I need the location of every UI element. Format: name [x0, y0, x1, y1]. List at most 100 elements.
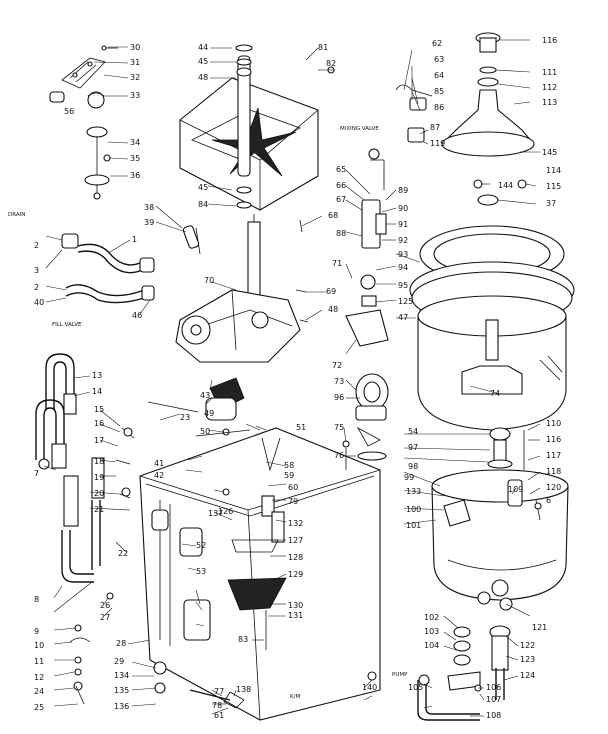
callout-label: 102: [424, 613, 439, 622]
callout-label: 32: [130, 73, 140, 82]
mounting-plate-assembly: [175, 44, 335, 436]
callout-label: 43: [200, 391, 210, 400]
callout-label: 118: [546, 467, 561, 476]
callout-label: 20: [94, 489, 104, 498]
callout-label: 110: [546, 419, 561, 428]
callout-label: 77: [214, 687, 224, 696]
callout-labels: 3031323356343536444548818262636485868711…: [34, 36, 561, 720]
callout-label: 19: [94, 473, 104, 482]
callout-label: 63: [434, 55, 444, 64]
caption-mixing-valve: MIXING VALVE: [340, 126, 379, 132]
callout-label: 41: [154, 459, 164, 468]
callout-label: 26: [100, 601, 110, 610]
callout-label: 21: [94, 505, 104, 514]
leader-lines: [43, 39, 541, 717]
callout-label: 106: [486, 683, 501, 692]
callout-label: 50: [200, 427, 210, 436]
callout-label: 138: [236, 685, 251, 694]
callout-label: 48: [328, 305, 338, 314]
callout-label: 71: [332, 259, 342, 268]
callout-label: 76: [334, 451, 344, 460]
callout-label: 67: [336, 195, 346, 204]
callout-label: 78: [212, 701, 222, 710]
callout-label: 129: [288, 570, 303, 579]
callout-label: 101: [406, 521, 421, 530]
callout-label: 24: [34, 687, 44, 696]
caption-fill-valve: FILL VALVE: [52, 322, 82, 328]
callout-label: 13: [92, 371, 102, 380]
callout-label: 29: [114, 657, 124, 666]
callout-label: 81: [318, 43, 328, 52]
callout-label: 83: [238, 635, 248, 644]
callout-label: 47: [398, 313, 408, 322]
callout-label: 98: [408, 462, 418, 471]
callout-label: 103: [424, 627, 439, 636]
callout-label: 136: [114, 702, 129, 711]
callout-label: 69: [326, 287, 336, 296]
callout-label: 79: [288, 497, 298, 506]
callout-label: 22: [118, 549, 128, 558]
callout-label: 46: [132, 311, 142, 320]
callout-label: 11: [34, 657, 44, 666]
callout-label: 75: [334, 423, 344, 432]
callout-label: 2: [34, 241, 39, 250]
callout-label: 84: [198, 200, 208, 209]
left-small-hardware: [69, 427, 135, 705]
callout-label: 89: [398, 186, 408, 195]
callout-label: 10: [34, 641, 44, 650]
callout-label: 53: [196, 567, 206, 576]
callout-label: 131: [288, 611, 303, 620]
callout-label: 52: [196, 541, 206, 550]
callout-label: 100: [406, 505, 421, 514]
callout-label: 54: [408, 427, 418, 436]
callout-label: 121: [532, 623, 547, 632]
callout-label: 125: [398, 297, 413, 306]
hose-group-left: [35, 353, 114, 600]
callout-label: 34: [130, 138, 140, 147]
tub-assembly: [409, 32, 575, 431]
callout-label: 104: [424, 641, 439, 650]
callout-label: 17: [94, 436, 104, 445]
callout-label: 23: [180, 413, 190, 422]
callout-label: 40: [34, 298, 44, 307]
hose-group-upper: [61, 233, 155, 304]
callout-label: 115: [546, 182, 561, 191]
callout-label: 86: [434, 103, 444, 112]
callout-label: 117: [546, 451, 561, 460]
callout-label: 12: [34, 673, 44, 682]
caption-pump: PUMP: [392, 672, 408, 678]
callout-label: 38: [144, 203, 154, 212]
callout-label: 122: [520, 641, 535, 650]
callout-label: 108: [486, 711, 501, 720]
callout-label: 49: [204, 409, 214, 418]
callout-label: 137: [208, 509, 223, 518]
callout-label: 128: [288, 553, 303, 562]
callout-label: 35: [130, 154, 140, 163]
callout-label: 85: [434, 87, 444, 96]
callout-label: 25: [34, 703, 44, 712]
callout-label: 144: [498, 181, 513, 190]
caption-drain: DRAIN: [8, 212, 25, 218]
callout-label: 132: [288, 519, 303, 528]
callout-label: 116: [546, 435, 561, 444]
caption-corner-mark: K/M: [290, 694, 300, 700]
callout-label: 95: [398, 281, 408, 290]
callout-label: 112: [542, 83, 557, 92]
captions: DRAIN MIXING VALVE FILL VALVE PUMP K/M: [8, 126, 408, 700]
callout-label: 56: [64, 107, 74, 116]
callout-label: 113: [542, 98, 557, 107]
callout-label: 9: [34, 627, 39, 636]
center-parts: [342, 84, 433, 470]
callout-label: 130: [288, 601, 303, 610]
callout-label: 68: [328, 211, 338, 220]
callout-label: 45: [198, 183, 208, 192]
callout-label: 111: [542, 68, 557, 77]
callout-label: 60: [288, 483, 298, 492]
callout-label: 73: [334, 377, 344, 386]
callout-label: 61: [214, 711, 224, 720]
callout-label: 109: [508, 485, 523, 494]
callout-label: 66: [336, 181, 346, 190]
callout-label: 126: [218, 507, 233, 516]
callout-label: 6: [546, 496, 551, 505]
